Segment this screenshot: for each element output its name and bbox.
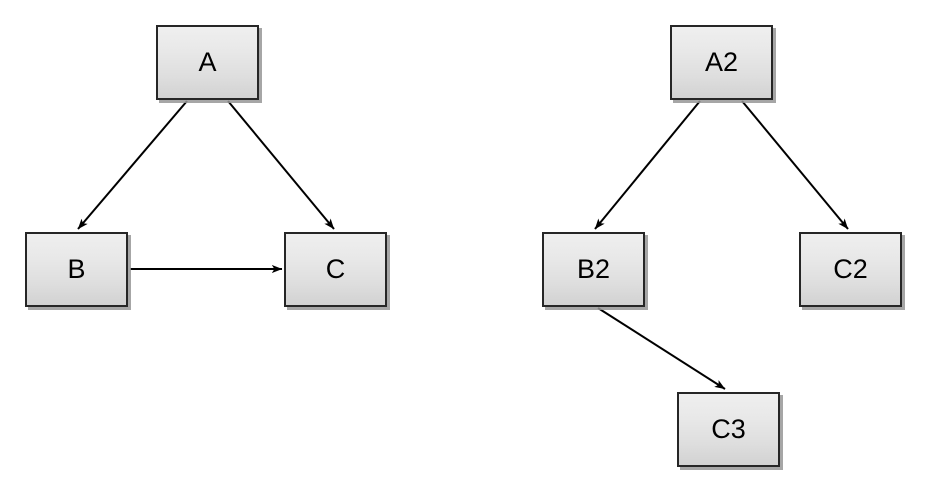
node-b2[interactable]: B2 [542, 232, 645, 307]
node-label: C2 [833, 254, 868, 284]
node-label: B [67, 254, 86, 284]
node-a[interactable]: A [156, 25, 259, 100]
edge-a2-to-c2 [741, 100, 849, 230]
node-b[interactable]: B [25, 232, 128, 307]
edge-b2-to-c3 [597, 307, 726, 390]
node-label: C3 [711, 414, 746, 444]
node-c2[interactable]: C2 [799, 232, 902, 307]
edge-a-to-b [77, 100, 188, 230]
node-c3[interactable]: C3 [677, 392, 780, 467]
node-label: A2 [704, 47, 739, 77]
node-label: C [325, 254, 346, 284]
node-c[interactable]: C [284, 232, 387, 307]
node-a2[interactable]: A2 [670, 25, 773, 100]
edge-a-to-c [227, 100, 335, 230]
node-label: B2 [576, 254, 611, 284]
node-label: A [198, 47, 217, 77]
edge-a2-to-b2 [594, 100, 701, 230]
